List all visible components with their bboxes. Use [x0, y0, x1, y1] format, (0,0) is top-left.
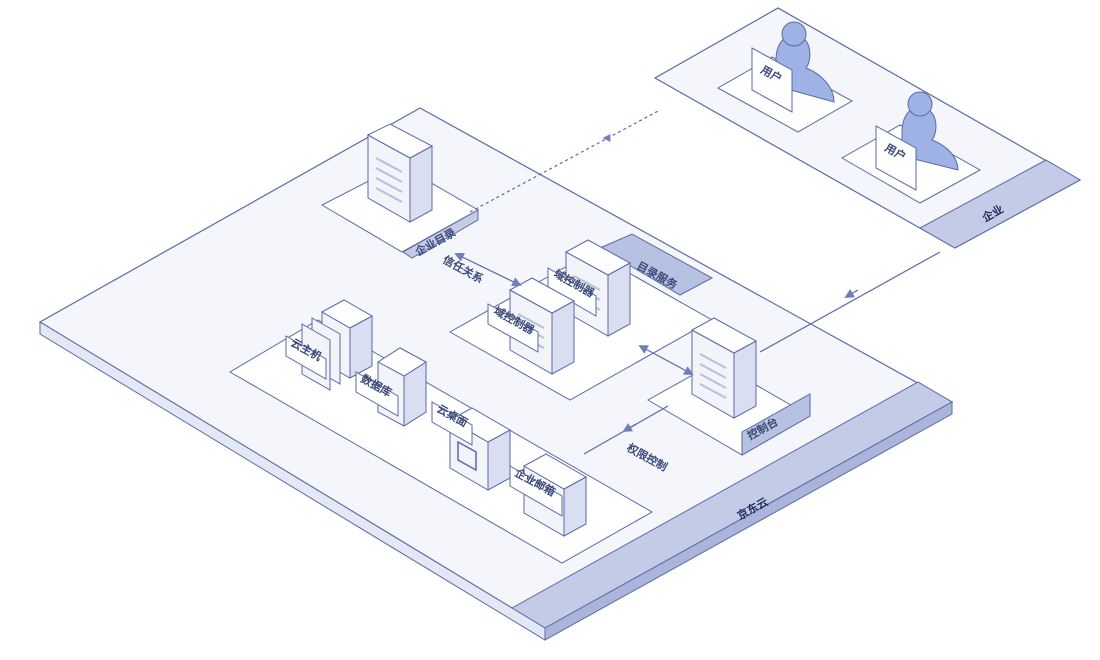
enterprise-platform: 企业: [653, 7, 1082, 249]
user-2: 用户: [840, 91, 982, 204]
database-icon: [377, 347, 427, 427]
user-1: 用户: [716, 21, 854, 133]
server-icon: [690, 317, 758, 419]
enterprise-to-console-link: [759, 251, 941, 353]
domain-controller-2: 域控制器: [547, 239, 632, 337]
trust-relationship-link: [454, 253, 522, 286]
cloud-platform: 京东云: [38, 107, 954, 641]
server-icon: [366, 123, 434, 223]
console: 控制台: [646, 317, 812, 456]
services-zone: 云主机 数据库 云桌面: [229, 299, 654, 564]
service-enterprise-mail: 企业邮箱: [509, 453, 588, 537]
service-cloud-host: 云主机: [285, 299, 374, 391]
console-to-directory-link: [638, 345, 694, 375]
enterprise-directory: 企业目录: [320, 123, 480, 259]
domain-controller-1: 域控制器: [487, 277, 576, 375]
